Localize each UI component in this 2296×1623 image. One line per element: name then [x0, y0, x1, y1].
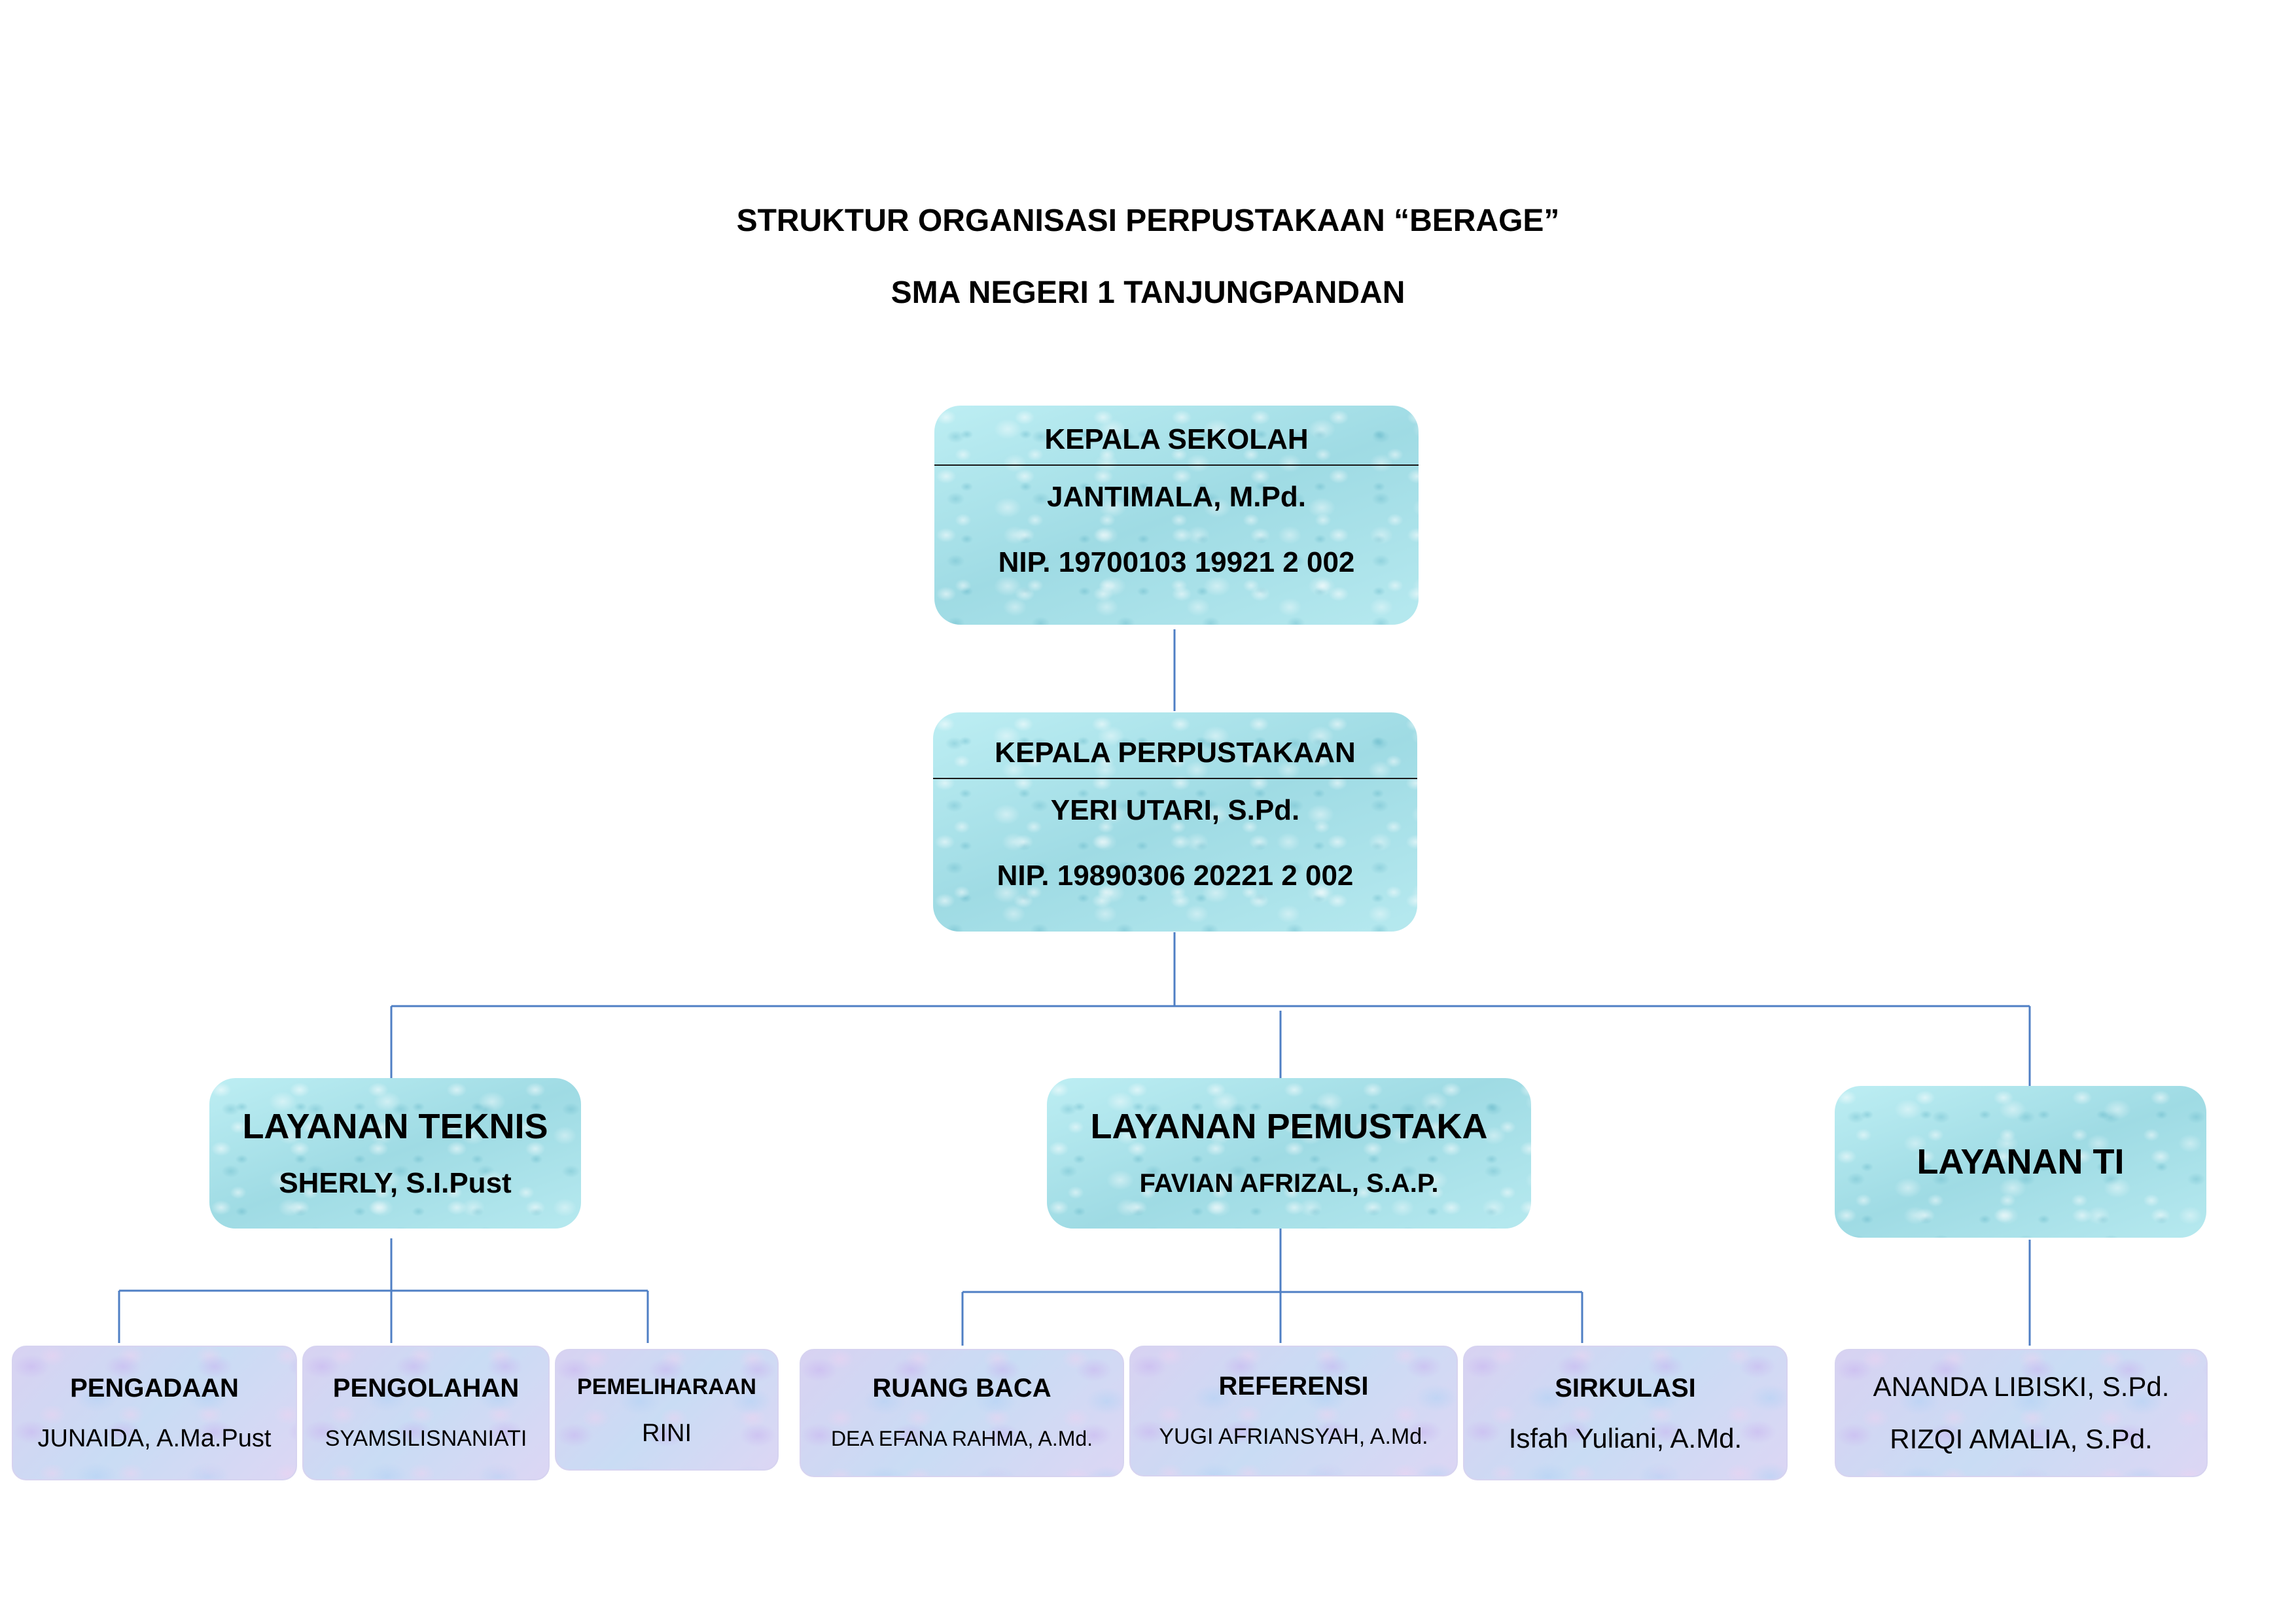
ruang-baca-role: RUANG BACA — [872, 1374, 1051, 1403]
pengadaan-box: PENGADAAN JUNAIDA, A.Ma.Pust — [12, 1346, 297, 1480]
pemeliharaan-box: PEMELIHARAAN RINI — [555, 1349, 779, 1471]
box-divider — [933, 778, 1417, 779]
box-divider — [934, 464, 1419, 466]
referensi-name: YUGI AFRIANSYAH, A.Md. — [1159, 1424, 1428, 1449]
sirkulasi-name: Isfah Yuliani, A.Md. — [1508, 1423, 1742, 1454]
layanan-teknis-role: LAYANAN TEKNIS — [242, 1107, 548, 1146]
kepala-sekolah-nip: NIP. 19700103 19921 2 002 — [998, 546, 1355, 578]
layanan-ti-staff-box: ANANDA LIBISKI, S.Pd. RIZQI AMALIA, S.Pd… — [1835, 1349, 2208, 1477]
sirkulasi-box: SIRKULASI Isfah Yuliani, A.Md. — [1463, 1346, 1788, 1480]
pengolahan-role: PENGOLAHAN — [332, 1374, 520, 1403]
kepala-perpustakaan-role: KEPALA PERPUSTAKAAN — [995, 737, 1356, 769]
chart-title: STRUKTUR ORGANISASI PERPUSTAKAAN “BERAGE… — [736, 203, 1560, 238]
layanan-teknis-name: SHERLY, S.I.Pust — [279, 1167, 512, 1199]
layanan-pemustaka-name: FAVIAN AFRIZAL, S.A.P. — [1139, 1169, 1439, 1198]
pengadaan-role: PENGADAAN — [70, 1374, 239, 1403]
pemeliharaan-role: PEMELIHARAAN — [577, 1374, 756, 1399]
pengadaan-name: JUNAIDA, A.Ma.Pust — [37, 1425, 272, 1452]
referensi-box: REFERENSI YUGI AFRIANSYAH, A.Md. — [1129, 1346, 1458, 1476]
layanan-ti-box: LAYANAN TI — [1835, 1086, 2206, 1238]
pemeliharaan-name: RINI — [642, 1420, 692, 1447]
referensi-role: REFERENSI — [1218, 1372, 1369, 1401]
chart-subtitle: SMA NEGERI 1 TANJUNGPANDAN — [891, 275, 1405, 310]
pengolahan-name: SYAMSILISNANIATI — [325, 1426, 527, 1451]
layanan-ti-staff-1: ANANDA LIBISKI, S.Pd. — [1873, 1371, 2170, 1402]
layanan-pemustaka-role: LAYANAN PEMUSTAKA — [1090, 1107, 1488, 1146]
layanan-ti-role: LAYANAN TI — [1916, 1142, 2125, 1181]
ruang-baca-name: DEA EFANA RAHMA, A.Md. — [830, 1427, 1093, 1450]
layanan-ti-staff-2: RIZQI AMALIA, S.Pd. — [1890, 1423, 2153, 1454]
kepala-sekolah-box: KEPALA SEKOLAH JANTIMALA, M.Pd. NIP. 197… — [934, 406, 1419, 625]
kepala-perpustakaan-name: YERI UTARI, S.Pd. — [1050, 794, 1300, 826]
ruang-baca-box: RUANG BACA DEA EFANA RAHMA, A.Md. — [800, 1349, 1124, 1477]
layanan-pemustaka-box: LAYANAN PEMUSTAKA FAVIAN AFRIZAL, S.A.P. — [1047, 1078, 1531, 1229]
kepala-perpustakaan-box: KEPALA PERPUSTAKAAN YERI UTARI, S.Pd. NI… — [933, 712, 1417, 932]
kepala-perpustakaan-nip: NIP. 19890306 20221 2 002 — [997, 860, 1354, 892]
kepala-sekolah-role: KEPALA SEKOLAH — [1044, 423, 1309, 455]
pengolahan-box: PENGOLAHAN SYAMSILISNANIATI — [302, 1346, 550, 1480]
layanan-teknis-box: LAYANAN TEKNIS SHERLY, S.I.Pust — [209, 1078, 581, 1229]
kepala-sekolah-name: JANTIMALA, M.Pd. — [1047, 481, 1306, 513]
sirkulasi-role: SIRKULASI — [1555, 1374, 1696, 1403]
